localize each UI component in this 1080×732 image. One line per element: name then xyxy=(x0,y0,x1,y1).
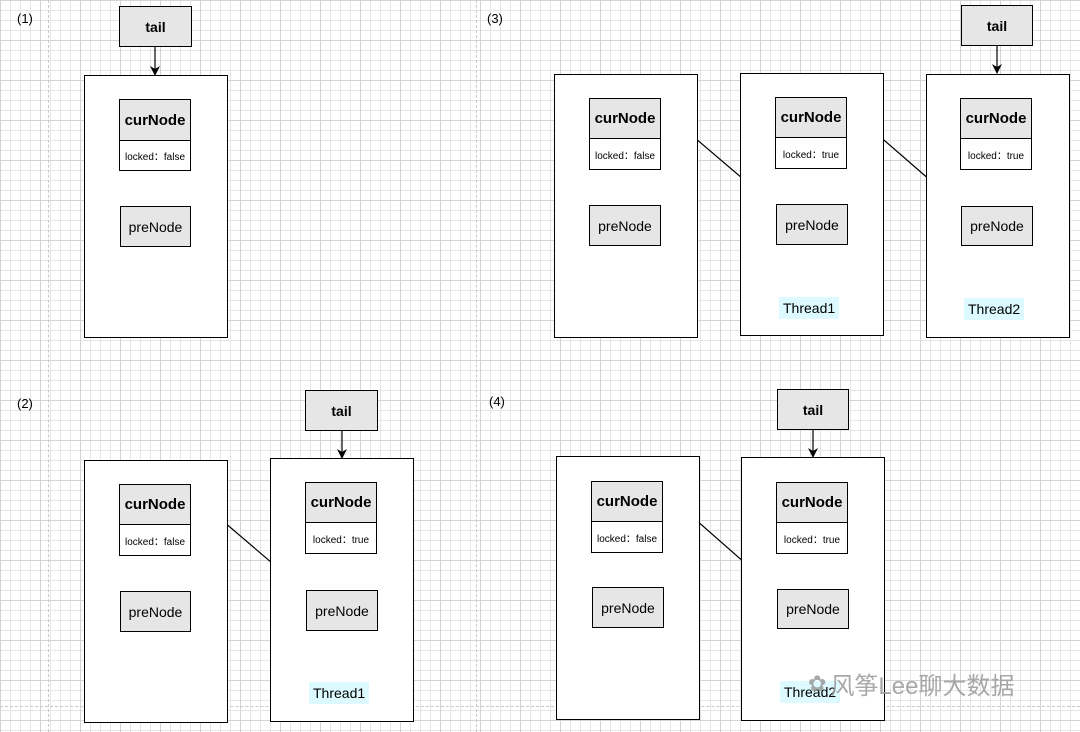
cur-node: curNode xyxy=(776,482,848,523)
cur-node: curNode xyxy=(591,481,663,522)
cur-node: curNode xyxy=(305,482,377,523)
pre-node: preNode xyxy=(120,206,191,247)
panel-label: (3) xyxy=(487,11,503,26)
tail-pointer: tail xyxy=(119,6,192,47)
pre-node: preNode xyxy=(776,204,848,245)
cur-node: curNode xyxy=(775,97,847,138)
tail-pointer: tail xyxy=(305,390,378,431)
locked-status: locked：true xyxy=(960,139,1032,170)
panel-label: (1) xyxy=(17,11,33,26)
guide-line xyxy=(48,0,49,732)
watermark: ✿ 风筝Lee聊大数据 xyxy=(808,666,1014,701)
panel-label: (2) xyxy=(17,396,33,411)
thread-label: Thread2 xyxy=(964,298,1025,320)
locked-status: locked：false xyxy=(119,141,191,171)
pre-node: preNode xyxy=(777,589,849,629)
cur-node: curNode xyxy=(119,99,191,141)
pre-node: preNode xyxy=(961,206,1033,246)
tail-pointer: tail xyxy=(777,389,849,430)
locked-status: locked：true xyxy=(776,523,848,554)
pre-node: preNode xyxy=(120,591,191,632)
thread-label: Thread2 xyxy=(780,681,841,703)
locked-status: locked：true xyxy=(305,523,377,554)
pre-node: preNode xyxy=(589,205,661,246)
pre-node: preNode xyxy=(306,590,378,631)
pre-node: preNode xyxy=(592,587,664,628)
thread-label: Thread1 xyxy=(309,682,370,704)
locked-status: locked：false xyxy=(591,522,663,553)
locked-status: locked：true xyxy=(775,138,847,169)
locked-status: locked：false xyxy=(589,139,661,170)
watermark-text: 风筝Lee聊大数据 xyxy=(830,673,1015,700)
panel-label: (4) xyxy=(489,394,505,409)
wechat-icon: ✿ xyxy=(808,670,827,696)
cur-node: curNode xyxy=(589,98,661,139)
guide-line xyxy=(0,706,1080,707)
guide-line xyxy=(476,0,477,732)
thread-label: Thread1 xyxy=(779,297,840,319)
locked-status: locked：false xyxy=(119,525,191,556)
cur-node: curNode xyxy=(960,98,1032,139)
cur-node: curNode xyxy=(119,484,191,525)
tail-pointer: tail xyxy=(961,5,1033,46)
